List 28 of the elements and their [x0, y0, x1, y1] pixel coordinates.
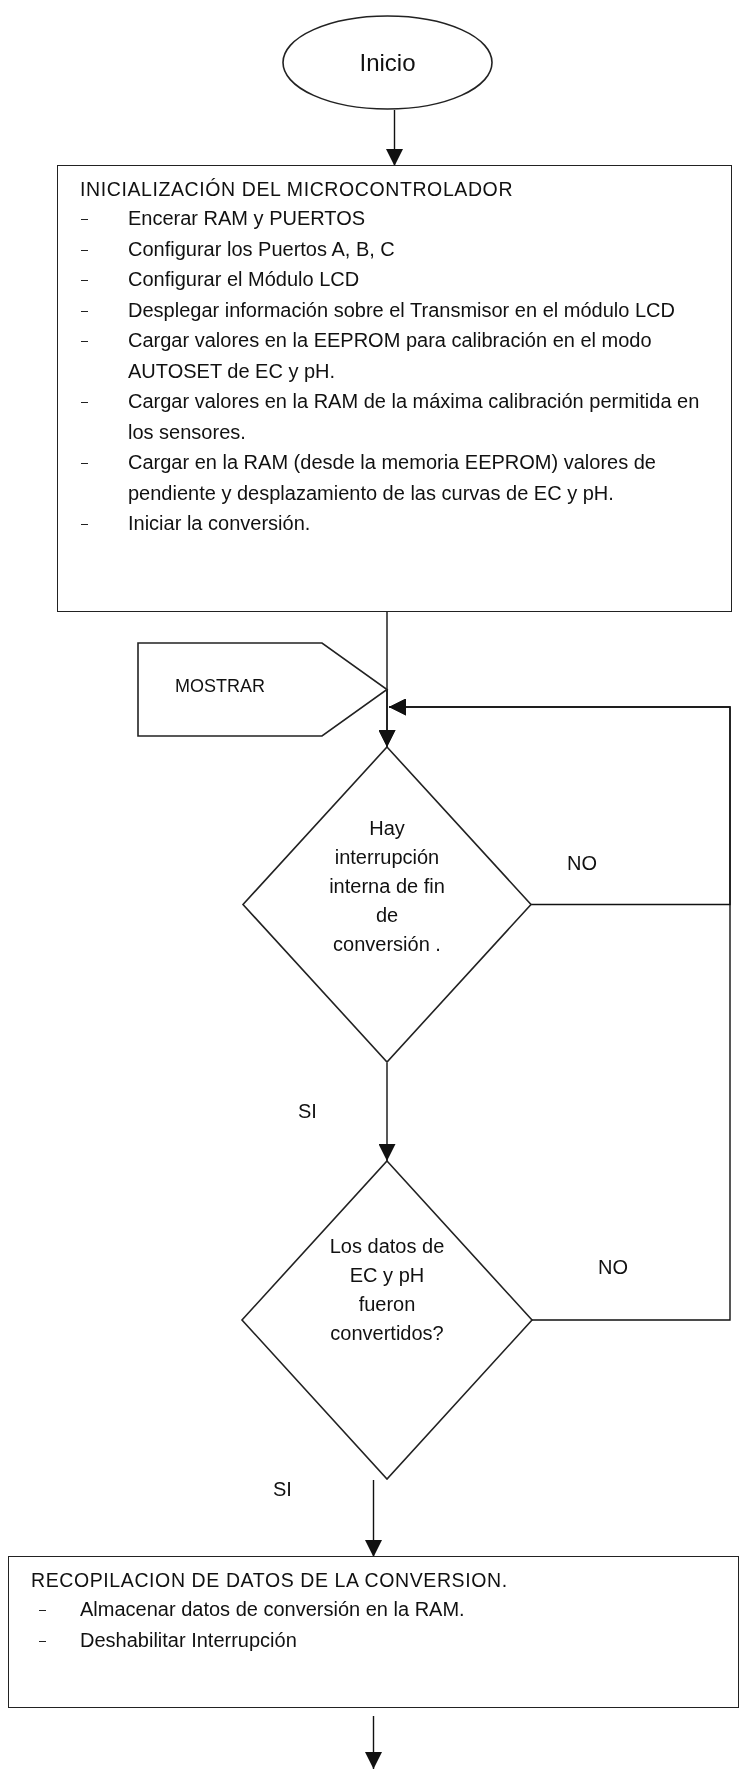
box-heading: INICIALIZACIÓN DEL MICROCONTROLADOR	[80, 178, 515, 201]
arrow	[365, 1715, 382, 1769]
box-heading: RECOPILACION DE DATOS DE LA CONVERSION.	[31, 1569, 509, 1592]
step-item: Configurar el Módulo LCD	[128, 267, 361, 292]
off-page-connector	[137, 642, 387, 737]
arrow	[378, 688, 396, 748]
arrow	[378, 1062, 396, 1162]
connector-label: MOSTRAR	[175, 675, 265, 698]
step-item: Desplegar información sobre el Transmisor en el módulo LCD	[128, 297, 676, 323]
arrow	[365, 1479, 382, 1558]
decision-text: Los datos de EC y pH fueron convertidos?	[328, 1234, 446, 1346]
decision-diamond	[242, 746, 532, 1063]
decision-text: Hay interrupción interna de fin de conversión .	[328, 816, 446, 957]
process-box	[8, 1556, 739, 1708]
arrow	[386, 109, 403, 167]
step-item: Cargar valores en la RAM de la máxima calibración permitida en los sensores.	[128, 389, 701, 445]
step-item: Cargar valores en la EEPROM para calibración en el modo AUTOSET de EC y pH.	[128, 328, 653, 384]
step-item: Deshabilitar Interrupción	[80, 1627, 298, 1653]
arrow	[388, 698, 731, 1321]
step-item: Almacenar datos de conversión en la RAM.	[80, 1597, 466, 1622]
step-item: Encerar RAM y PUERTOS	[128, 206, 367, 231]
step-item: Iniciar la conversión.	[128, 511, 312, 536]
step-item: Cargar en la RAM (desde la memoria EEPROM) valores de pendiente y desplazamiento de las curvas de EC y pH.	[128, 450, 657, 506]
start-ellipse	[282, 15, 493, 110]
process-box	[57, 165, 732, 612]
start-label: Inicio	[358, 48, 417, 77]
step-item: Configurar los Puertos A, B, C	[128, 236, 396, 262]
decision-diamond	[241, 1160, 533, 1480]
